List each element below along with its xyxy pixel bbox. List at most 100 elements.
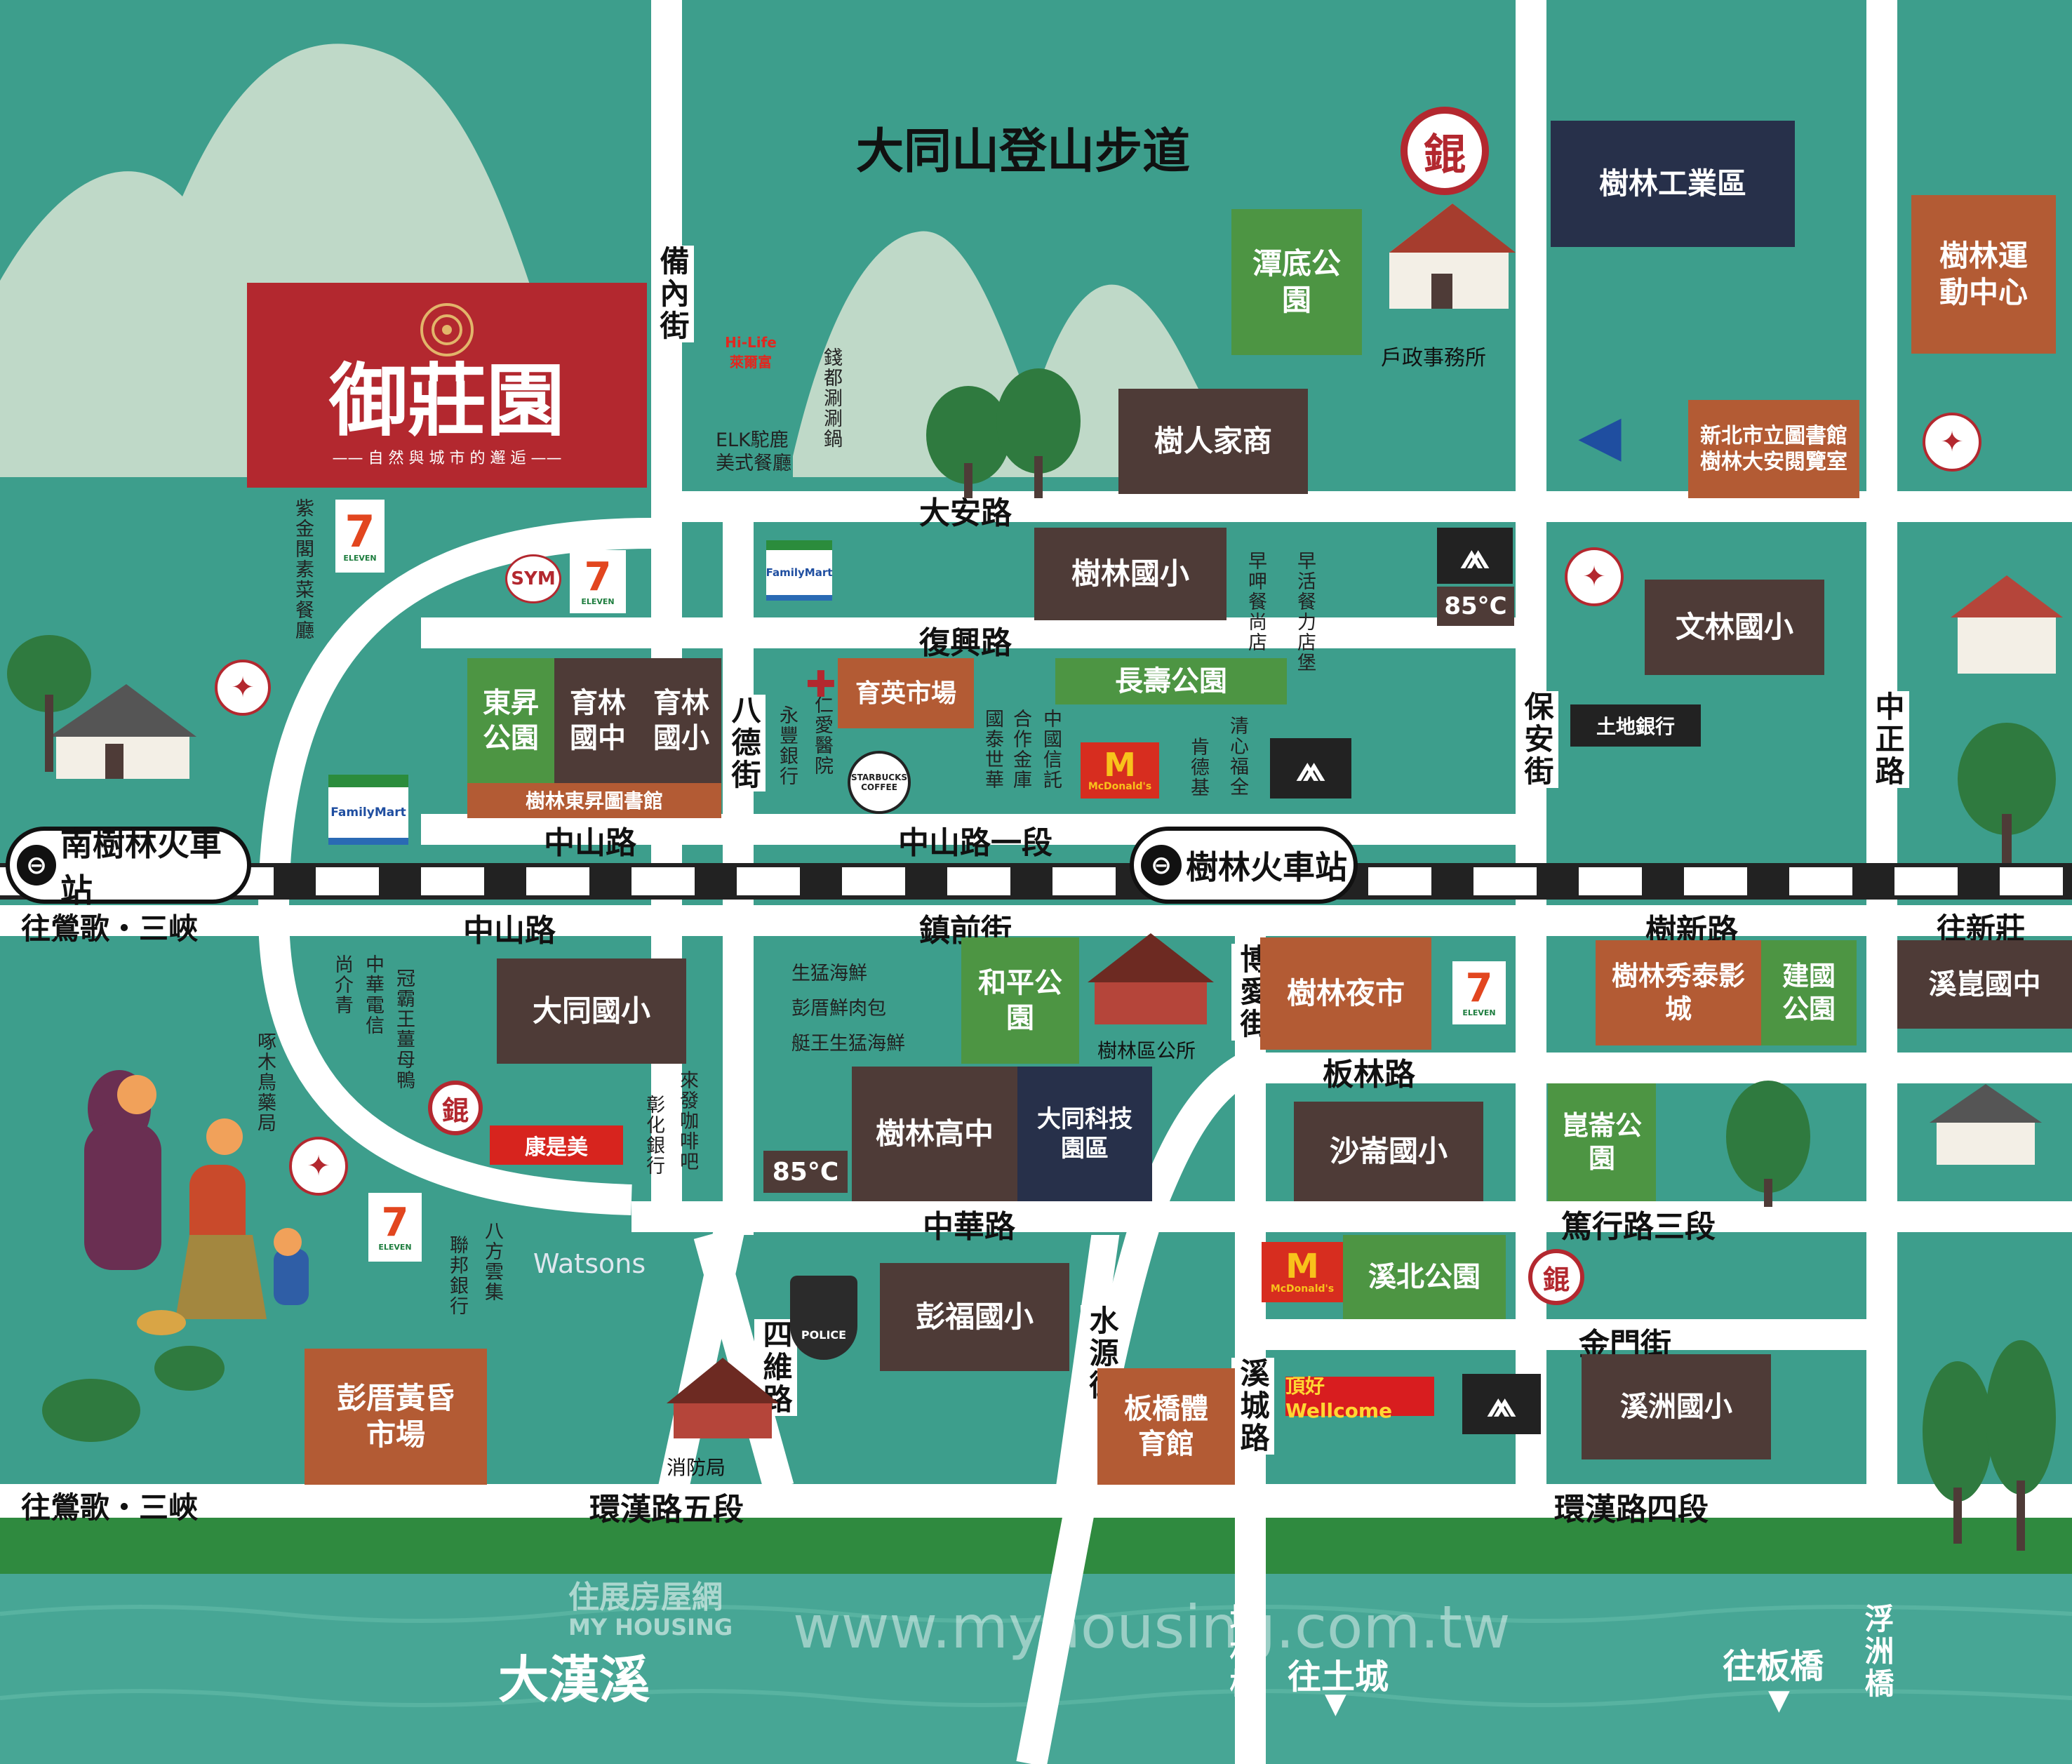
direction-banqiao[interactable]: 往板橋 xyxy=(1723,1647,1824,1686)
river-waves-2 xyxy=(0,1689,2072,1707)
seven-eleven-icon[interactable]: 7 ELEVEN xyxy=(335,500,385,573)
label-shangjie: 尚介青 xyxy=(331,954,353,1015)
station-shulin[interactable]: ⊖ 樹林火車站 xyxy=(1130,827,1358,904)
direction-tucheng[interactable]: 往土城 xyxy=(1288,1657,1389,1697)
place-shulin-elem[interactable]: 樹林國小 xyxy=(1034,528,1227,620)
house-icon xyxy=(1389,203,1516,309)
place-dongsheng-park[interactable]: 東昇公園 xyxy=(467,658,554,783)
label-zijin: 紫金閣素菜餐廳 xyxy=(292,498,314,641)
road-label-duxing: 篤行路三段 xyxy=(1561,1209,1716,1245)
wellcome-icon[interactable]: 頂好 Wellcome xyxy=(1285,1375,1434,1422)
river-waves xyxy=(0,1605,2072,1623)
place-shulin-high[interactable]: 樹林高中 xyxy=(852,1067,1017,1201)
road-label-zhonghua: 中華路 xyxy=(923,1209,1015,1245)
place-shalun-elem[interactable]: 沙崙國小 xyxy=(1294,1102,1483,1201)
label-fire-station: 消防局 xyxy=(667,1456,726,1479)
station-main-label: 樹林火車站 xyxy=(1186,848,1347,886)
label-yongfeng: 永豐銀行 xyxy=(776,705,798,787)
road-diagonal-boai xyxy=(1016,1045,1269,1764)
mcdonalds-icon[interactable]: M McDonald's xyxy=(1081,742,1159,799)
place-yulin-mid[interactable]: 育林國中 xyxy=(554,658,641,783)
pxmart-icon[interactable]: ⩕ xyxy=(1270,738,1351,799)
familymart-icon[interactable]: FamilyMart xyxy=(766,540,832,601)
road-huanhan xyxy=(0,1484,2072,1518)
station-south-shulin[interactable]: ⊖ 南樹林火車站 xyxy=(6,825,251,909)
place-library[interactable]: 新北市立圖書館 樹林大安閱覽室 xyxy=(1688,400,1859,498)
place-datong-tech[interactable]: 大同科技園區 xyxy=(1017,1067,1152,1201)
bank-emblem-icon[interactable]: 錕 xyxy=(428,1081,483,1135)
place-heping-park[interactable]: 和平公園 xyxy=(961,937,1079,1064)
hospital-cross-icon: ✚ xyxy=(806,664,836,706)
sym-icon[interactable]: SYM xyxy=(505,554,561,603)
torch-emblem-icon: ✦ xyxy=(1923,413,1981,472)
road-label-baoan: 保安街 xyxy=(1516,691,1558,788)
torch-emblem-icon: ✦ xyxy=(215,660,271,716)
familymart-icon[interactable]: FamilyMart xyxy=(328,775,408,845)
mcdonalds-icon[interactable]: M McDonald's xyxy=(1262,1242,1343,1302)
road-zhenqian xyxy=(0,905,2072,936)
hilife-icon[interactable]: Hi-Life 萊爾富 xyxy=(725,333,777,370)
c85-icon[interactable]: 85°C xyxy=(763,1151,848,1193)
pxmart-icon[interactable]: ⩕ xyxy=(1462,1374,1541,1434)
watermark-site: www.myhousing.com.tw xyxy=(793,1593,1511,1662)
tree-icon xyxy=(1958,723,2056,863)
seven-eleven-icon[interactable]: 7 ELEVEN xyxy=(1452,961,1506,1024)
place-jianguo-park[interactable]: 建國公園 xyxy=(1761,940,1857,1045)
place-night-market[interactable]: 樹林夜市 xyxy=(1260,937,1431,1050)
c85-icon[interactable]: 85°C xyxy=(1437,587,1514,626)
starbucks-icon[interactable]: STARBUCKS COFFEE xyxy=(848,751,911,814)
place-yulin-elem[interactable]: 育林國小 xyxy=(641,658,721,783)
cosmed-icon[interactable]: 康是美 xyxy=(490,1125,623,1165)
arrow-down-icon: ▼ xyxy=(1768,1684,1790,1716)
seven-eleven-icon[interactable]: 7 ELEVEN xyxy=(570,550,626,613)
place-pengcuo-market[interactable]: 彭厝黃昏市場 xyxy=(305,1349,487,1485)
bank-emblem-icon[interactable]: 錕 xyxy=(1401,107,1489,195)
rail-icon: ⊖ xyxy=(1141,845,1182,886)
label-elk: ELK駝鹿 xyxy=(716,429,789,451)
seven-eleven-icon[interactable]: 7 ELEVEN xyxy=(368,1193,422,1262)
place-cinema[interactable]: 樹林秀泰影城 xyxy=(1596,940,1761,1045)
direction-yingge-1[interactable]: 往鶯歌・三峽 xyxy=(21,911,199,946)
place-kunlun-park[interactable]: 崑崙公園 xyxy=(1548,1083,1656,1201)
place-tandi-park[interactable]: 潭底公園 xyxy=(1231,209,1362,355)
place-wenlin-elem[interactable]: 文林國小 xyxy=(1645,580,1824,675)
road-label-banlin: 板林路 xyxy=(1323,1057,1415,1093)
watsons-icon[interactable]: Watsons xyxy=(533,1248,646,1279)
watermark-brand: 住展房屋網 xyxy=(568,1579,723,1615)
road-banlin xyxy=(1235,1053,2072,1083)
place-xibei-park[interactable]: 溪北公園 xyxy=(1343,1235,1506,1319)
tree-icon xyxy=(1726,1081,1810,1207)
place-xikun-mid[interactable]: 溪崑國中 xyxy=(1897,940,2072,1029)
place-yuying-market[interactable]: 育英市場 xyxy=(838,658,974,728)
land-bank-icon[interactable]: 土地銀行 xyxy=(1570,704,1701,747)
label-cht: 中華電信 xyxy=(362,954,384,1036)
place-shulin-industrial[interactable]: 樹林工業區 xyxy=(1551,121,1795,247)
house-icon xyxy=(49,684,196,779)
bank-emblem-icon[interactable]: 錕 xyxy=(1528,1249,1584,1305)
rail-icon: ⊖ xyxy=(17,845,56,886)
family-walking-illustration xyxy=(84,1070,309,1335)
place-shuren[interactable]: 樹人家商 xyxy=(1118,389,1308,494)
direction-xinzhuang[interactable]: 往新莊 xyxy=(1937,911,2026,946)
watermark-brand-en: MY HOUSING xyxy=(568,1614,733,1641)
place-datong-elem[interactable]: 大同國小 xyxy=(497,958,686,1064)
road-label-huanhan5: 環漢路五段 xyxy=(589,1492,744,1528)
bridge-fuzhou: 浮洲橋 xyxy=(1860,1603,1894,1700)
brand-name: 御莊園 xyxy=(329,355,565,448)
brand-box[interactable]: 御莊園 —— 自 然 與 城 市 的 邂 逅 —— xyxy=(247,283,647,488)
place-shulin-sports[interactable]: 樹林運動中心 xyxy=(1911,195,2056,354)
place-banqiao-gym[interactable]: 板橋體育館 xyxy=(1097,1368,1235,1485)
place-pengfu-elem[interactable]: 彭福國小 xyxy=(880,1263,1069,1371)
railway xyxy=(0,863,2072,900)
carrefour-icon[interactable]: ◀ xyxy=(1578,402,1622,468)
police-icon[interactable]: POLICE xyxy=(790,1276,857,1360)
direction-yingge-2[interactable]: 往鶯歌・三峽 xyxy=(21,1490,199,1525)
place-dongsheng-lib[interactable]: 樹林東昇圖書館 xyxy=(467,783,721,818)
label-zhuomu: 啄木鳥藥局 xyxy=(254,1031,276,1133)
pxmart-icon[interactable]: ⩕ xyxy=(1437,528,1513,584)
place-changshou-park[interactable]: 長壽公園 xyxy=(1055,658,1287,704)
river-label: 大漢溪 xyxy=(498,1650,650,1709)
tree-icon xyxy=(926,368,1081,498)
place-xizhou-elem[interactable]: 溪洲國小 xyxy=(1582,1354,1771,1459)
